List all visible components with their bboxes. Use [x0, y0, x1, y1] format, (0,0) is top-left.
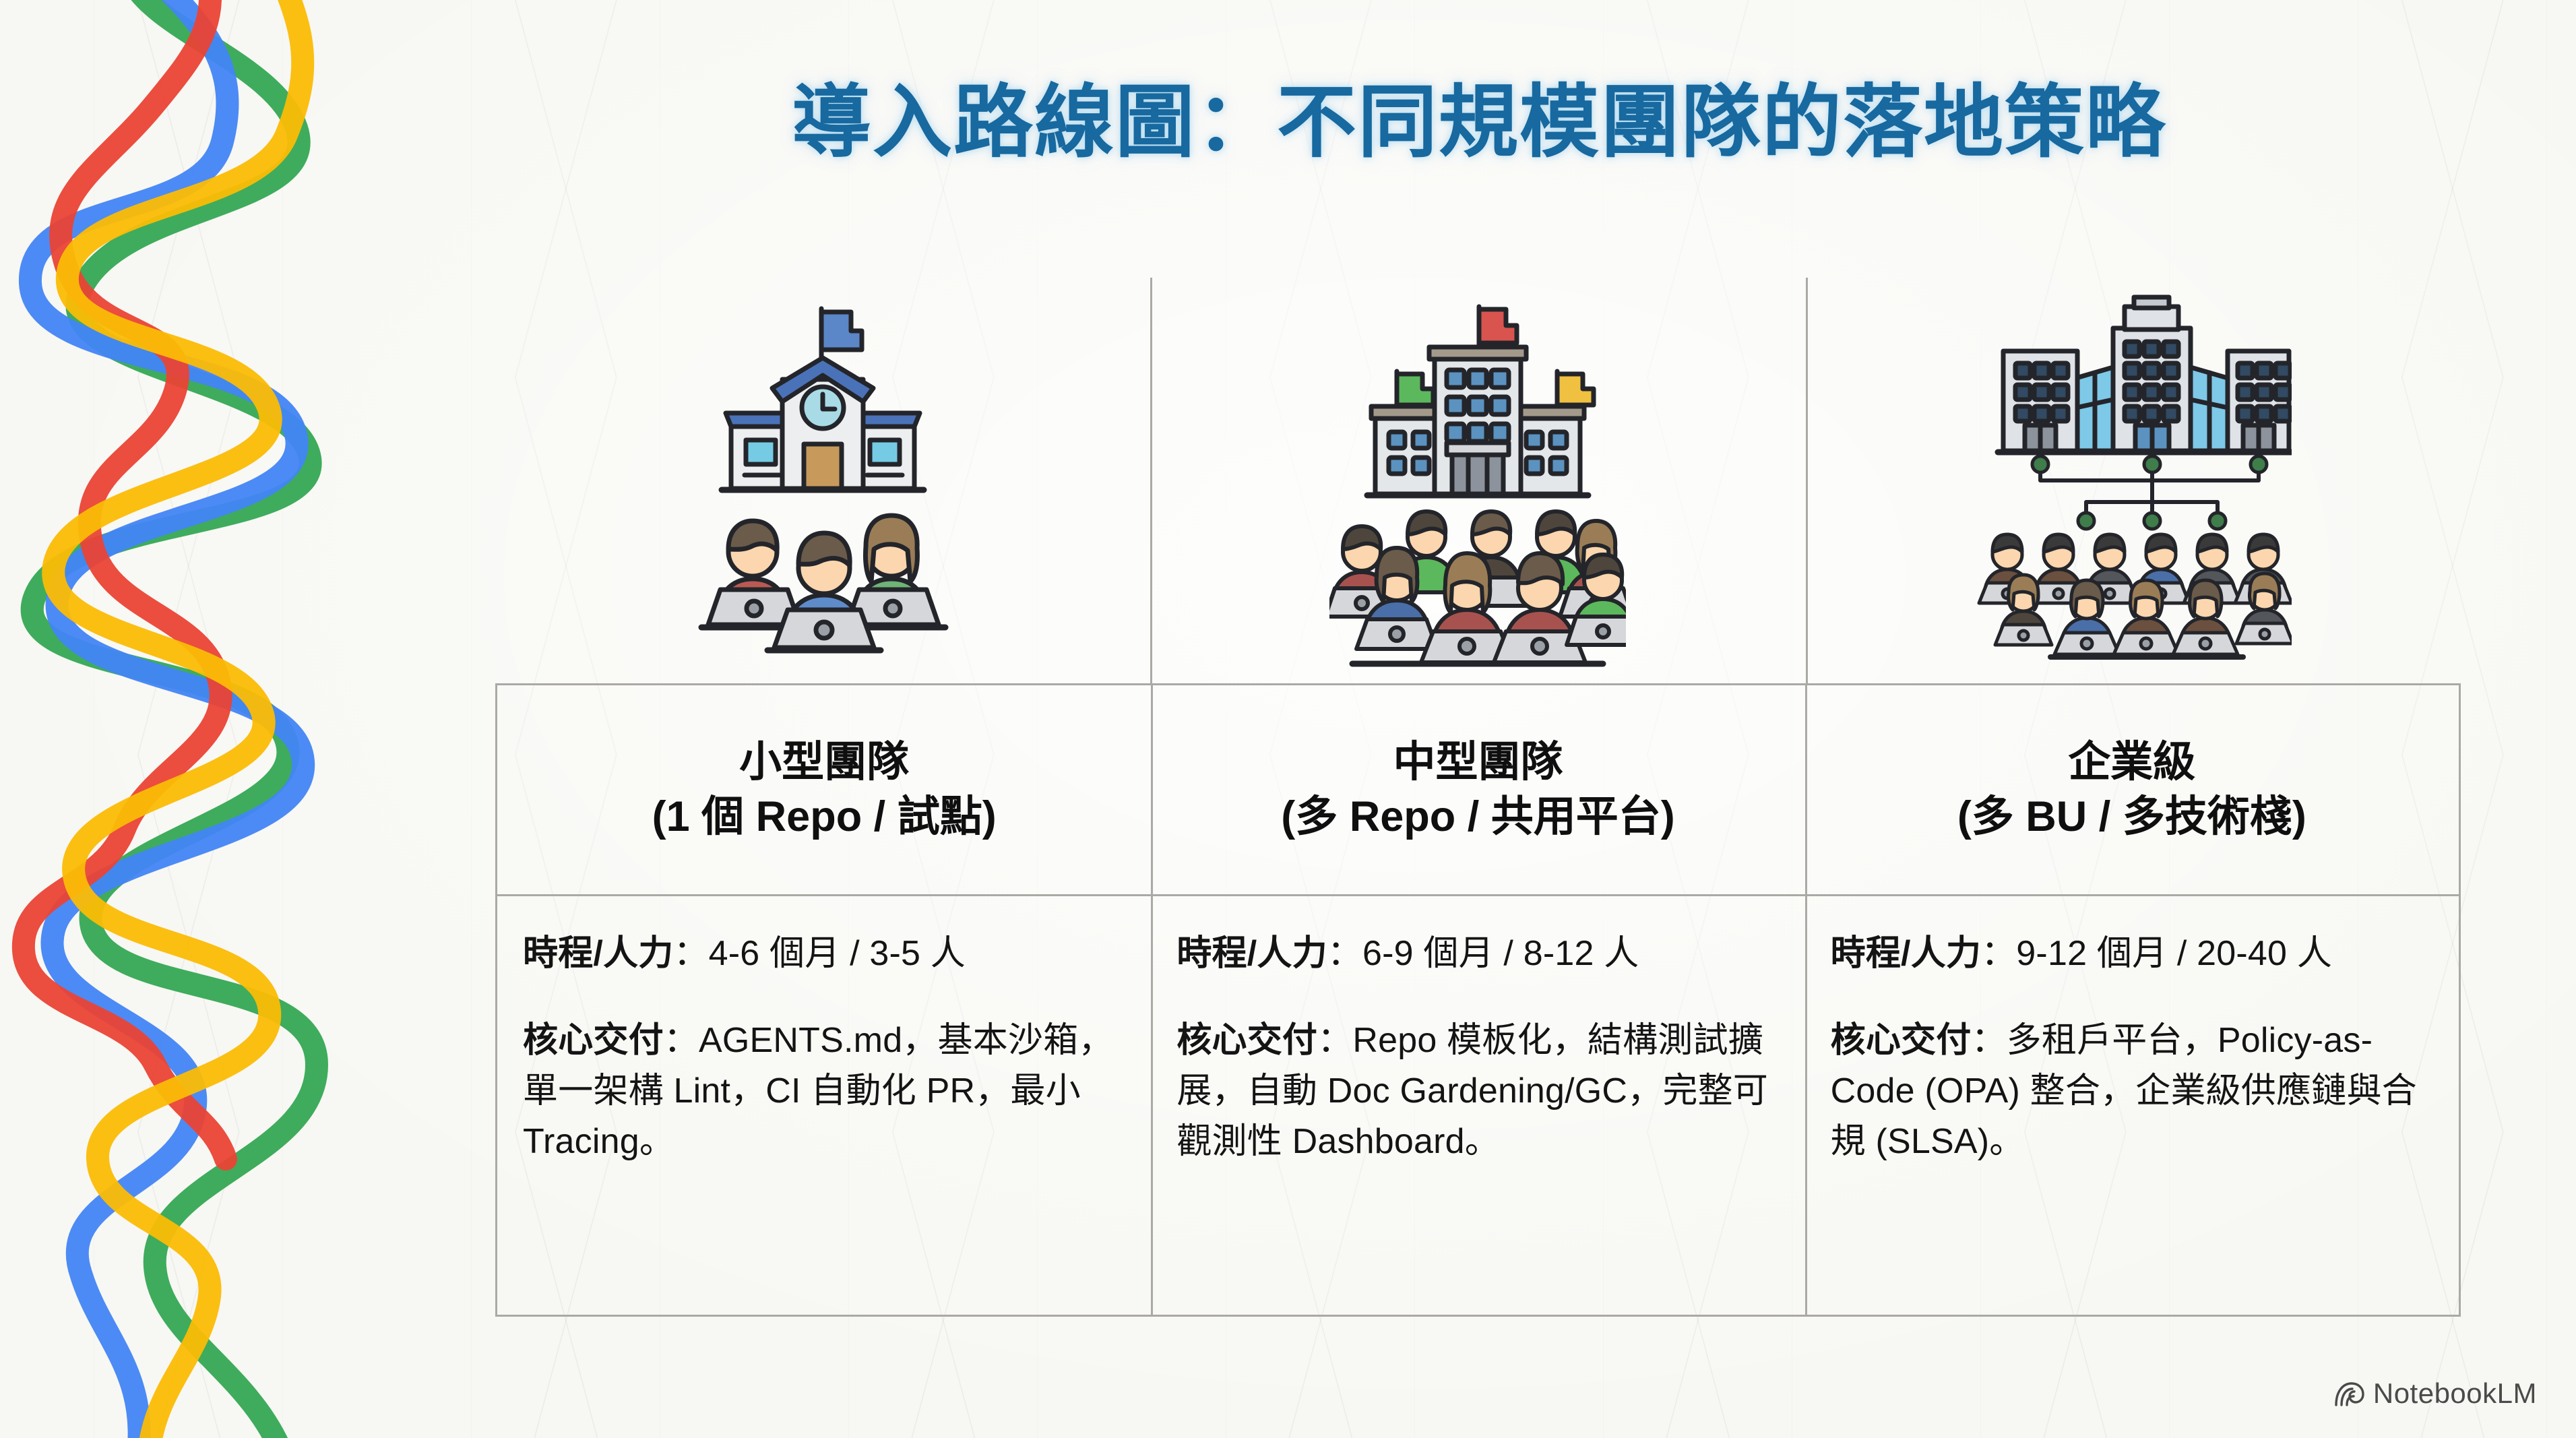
deliverable-label: 核心交付: [1830, 1020, 1972, 1060]
column-subtitle: (多 Repo / 共用平台): [1281, 793, 1675, 840]
column-title: 小型團隊: [739, 739, 910, 786]
enterprise-campus-org-chart-with-large-crowd-icon: [1977, 294, 2292, 660]
illustration-cell-small-team: [495, 278, 1150, 683]
column-title: 企業級: [2068, 739, 2196, 786]
notebooklm-badge: NotebookLM: [2334, 1377, 2537, 1410]
illustration-cell-enterprise: [1805, 278, 2461, 683]
column-header-medium-team: 中型團隊 (多 Repo / 共用平台): [1151, 683, 1804, 896]
timeline-value: ：4-6 個月 / 3-5 人: [673, 934, 966, 973]
notebooklm-spiral-icon: [2335, 1382, 2364, 1406]
column-header-small-team: 小型團隊 (1 個 Repo / 試點): [497, 685, 1151, 894]
column-body-medium-team: 時程/人力：6-9 個月 / 8-12 人 核心交付：Repo 模板化，結構測試…: [1151, 894, 1804, 1317]
illustration-cell-medium-team: [1150, 278, 1805, 683]
timeline-fact: 時程/人力：6-9 個月 / 8-12 人: [1176, 929, 1787, 979]
column-body-enterprise: 時程/人力：9-12 個月 / 20-40 人 核心交付：多租戶平台，Polic…: [1804, 894, 2459, 1317]
timeline-label: 時程/人力: [1830, 934, 1982, 973]
timeline-label: 時程/人力: [523, 934, 674, 973]
deliverable-label: 核心交付: [523, 1020, 664, 1060]
illustration-row: [495, 278, 2461, 683]
column-subtitle: (1 個 Repo / 試點): [652, 793, 997, 840]
table-body-row: 時程/人力：4-6 個月 / 3-5 人 核心交付：AGENTS.md，基本沙箱…: [497, 894, 2459, 1317]
timeline-value: ：6-9 個月 / 8-12 人: [1327, 934, 1639, 973]
medium-office-building-with-crowd-icon: [1329, 304, 1627, 667]
deliverable-label: 核心交付: [1176, 1020, 1318, 1060]
deliverable-fact: 核心交付：Repo 模板化，結構測試擴展，自動 Doc Gardening/GC…: [1176, 1015, 1787, 1167]
deliverable-fact: 核心交付：AGENTS.md，基本沙箱，單一架構 Lint，CI 自動化 PR，…: [523, 1015, 1133, 1167]
column-subtitle: (多 BU / 多技術棧): [1957, 793, 2306, 840]
column-body-small-team: 時程/人力：4-6 個月 / 3-5 人 核心交付：AGENTS.md，基本沙箱…: [497, 896, 1151, 1315]
notebooklm-label: NotebookLM: [2373, 1377, 2537, 1409]
small-school-building-with-three-people-icon: [698, 306, 949, 654]
timeline-value: ：9-12 個月 / 20-40 人: [1981, 934, 2333, 973]
column-title: 中型團隊: [1393, 739, 1563, 786]
team-scale-comparison-table: 小型團隊 (1 個 Repo / 試點) 中型團隊 (多 Repo / 共用平台…: [495, 683, 2461, 1317]
timeline-fact: 時程/人力：9-12 個月 / 20-40 人: [1831, 929, 2441, 979]
table-header-row: 小型團隊 (1 個 Repo / 試點) 中型團隊 (多 Repo / 共用平台…: [497, 683, 2459, 896]
column-header-enterprise: 企業級 (多 BU / 多技術棧): [1804, 683, 2459, 896]
timeline-fact: 時程/人力：4-6 個月 / 3-5 人: [523, 929, 1133, 979]
page-title: 導入路線圖：不同規模團隊的落地策略: [791, 78, 2166, 167]
timeline-label: 時程/人力: [1176, 934, 1327, 973]
deliverable-fact: 核心交付：多租戶平台，Policy-as-Code (OPA) 整合，企業級供應…: [1831, 1015, 2441, 1167]
